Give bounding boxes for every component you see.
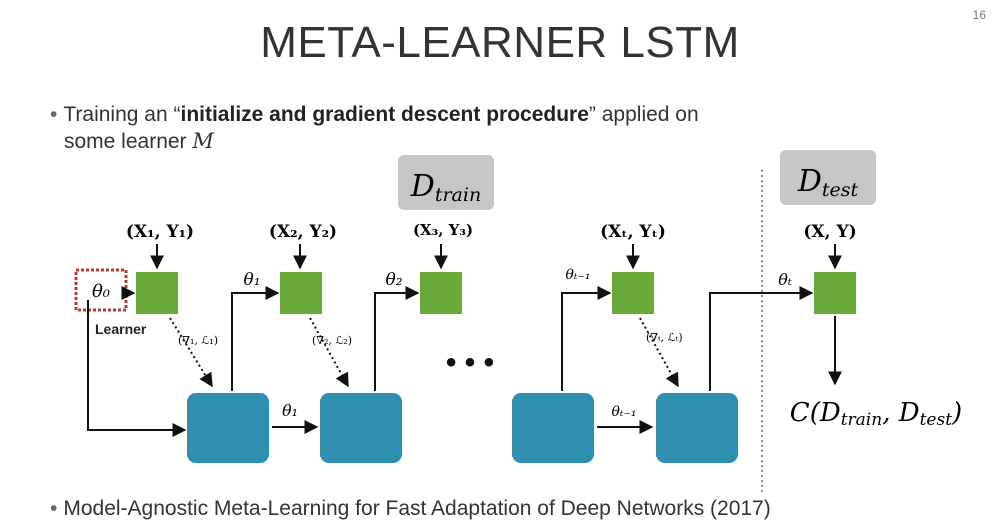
bullet1-prefix: Training an “ <box>63 103 181 126</box>
bullet-maml-paper: •Model-Agnostic Meta-Learning for Fast A… <box>50 496 771 522</box>
meta-label-thetaT-1: θₜ₋₁ <box>612 404 637 420</box>
input-label-3: (X₃, Y₃) <box>413 221 473 239</box>
grad-arrow-1 <box>169 317 213 388</box>
arrow-meta4-to-test-learner <box>709 286 814 391</box>
theta-in-2: θ₁ <box>243 270 260 290</box>
input-label-2: (X₂, Y₂) <box>269 222 337 242</box>
grad-label-1: (∇₁, ℒ₁) <box>178 334 218 347</box>
grad-arrow-2 <box>309 317 349 388</box>
learner-square-2 <box>280 272 322 314</box>
input-label-t: (Xₜ, Yₜ) <box>600 222 666 242</box>
arrow-meta2-to-learner3 <box>374 286 420 391</box>
input-label-1: (X₁, Y₁) <box>126 222 194 242</box>
bullet1-bold: initialize and gradient descent procedur… <box>180 103 589 126</box>
slide-title: META-LEARNER LSTM <box>260 18 740 67</box>
learner-square-test <box>814 272 856 314</box>
arrow-meta1-to-learner2 <box>231 286 280 391</box>
learner-square-3 <box>420 272 462 314</box>
d-test-label: Dtest <box>797 164 859 201</box>
ellipsis: • • • <box>446 346 494 379</box>
grad-arrow-t <box>639 317 679 388</box>
cost-label: C(Dtrain, Dtest) <box>790 398 962 430</box>
d-train-label: Dtrain <box>410 169 481 206</box>
theta0-label: θ₀ <box>92 281 110 302</box>
bullet2-text: Model-Agnostic Meta-Learning for Fast Ad… <box>63 497 771 520</box>
meta-block-1 <box>187 393 269 463</box>
slide-number: 16 <box>972 8 986 22</box>
bullet-dot: • <box>50 103 58 126</box>
d-train-box <box>398 155 494 210</box>
grad-label-t: (∇ₜ, ℒₜ) <box>646 331 683 344</box>
bullet-dot: • <box>50 497 58 520</box>
bullet1-var-m: M <box>192 129 214 153</box>
learner-label: Learner <box>95 321 147 337</box>
arrow-meta3-to-learnerT <box>561 286 612 391</box>
bullet1-suffix: ” applied on <box>588 103 699 126</box>
bullet1-line2: some learner <box>64 130 193 153</box>
theta-in-3: θ₂ <box>385 270 402 290</box>
arrow-loop-learner-to-meta <box>87 300 187 437</box>
learner-square-1 <box>136 272 178 314</box>
input-label-test: (X, Y) <box>803 222 856 242</box>
grad-label-2: (∇₂, ℒ₂) <box>312 334 352 347</box>
meta-block-3 <box>512 393 594 463</box>
bullet-training: •Training an “initialize and gradient de… <box>50 102 950 155</box>
meta-block-4 <box>656 393 738 463</box>
theta-in-test: θₜ <box>778 270 792 289</box>
theta-in-t: θₜ₋₁ <box>566 267 591 283</box>
d-test-box <box>780 150 876 205</box>
meta-block-2 <box>320 393 402 463</box>
meta-label-theta1: θ₁ <box>282 401 298 420</box>
learner-square-t <box>612 272 654 314</box>
